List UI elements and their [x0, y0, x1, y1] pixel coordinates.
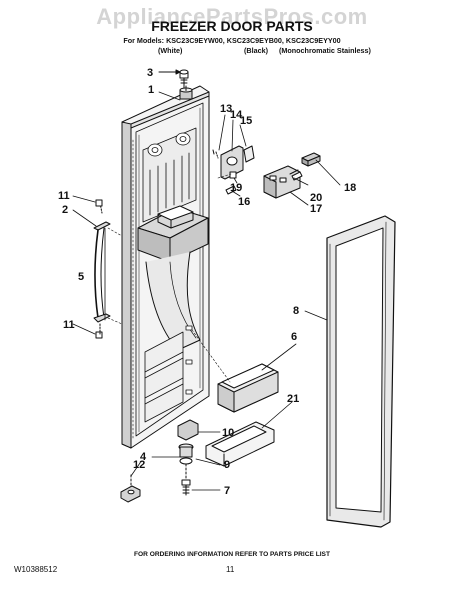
- callout-17: 17: [310, 203, 322, 215]
- callout-19: 19: [230, 182, 242, 194]
- callout-14: 14: [230, 109, 243, 121]
- ordering-note: FOR ORDERING INFORMATION REFER TO PARTS …: [134, 551, 330, 558]
- variant-white: (White): [158, 46, 183, 55]
- callout-20: 20: [310, 192, 322, 204]
- callout-7: 7: [224, 485, 230, 497]
- dispenser-chute: [145, 251, 201, 351]
- callout-9: 9: [224, 459, 230, 471]
- lower-door-bin: [205, 421, 275, 467]
- door-bin: [191, 329, 279, 413]
- upper-panel-ribs: [142, 127, 197, 223]
- callout-8: 8: [293, 305, 299, 317]
- callout-11-bottom: 11: [63, 319, 75, 331]
- page-number: 11: [226, 565, 235, 574]
- models-line: For Models: KSC23C9EYW00, KSC23C9EYB00, …: [123, 36, 341, 45]
- bin-supports: [185, 325, 193, 395]
- callout-6: 6: [291, 331, 297, 343]
- callout-12: 12: [133, 459, 145, 471]
- callout-10: 10: [222, 427, 234, 439]
- door-handle: [93, 199, 123, 339]
- variant-black: (Black): [244, 46, 268, 55]
- dispenser-bracket-group: [212, 145, 255, 195]
- callout-11-top: 11: [58, 190, 70, 202]
- callout-18: 18: [344, 182, 356, 194]
- leader-lines: [72, 91, 341, 491]
- document-number: W10388512: [14, 565, 58, 574]
- callout-5: 5: [78, 271, 84, 283]
- watermark: AppliancePartsPros.com: [96, 4, 368, 29]
- callout-16: 16: [238, 196, 250, 208]
- top-hinge-bushing: [179, 85, 193, 100]
- lower-hinge-parts: [120, 419, 199, 503]
- callout-3: 3: [147, 67, 153, 79]
- door-shelf-steps: [144, 331, 184, 423]
- dispenser-cavity: [137, 205, 209, 263]
- callout-15: 15: [240, 115, 252, 127]
- top-hinge-screw: [158, 69, 189, 89]
- door-gasket: [326, 215, 396, 528]
- switch-assembly: [263, 152, 321, 199]
- variant-stainless: (Monochromatic Stainless): [279, 46, 371, 55]
- callout-21: 21: [287, 393, 299, 405]
- page-title: FREEZER DOOR PARTS: [151, 18, 313, 34]
- callout-13: 13: [220, 103, 232, 115]
- callout-2: 2: [62, 204, 68, 216]
- callout-1: 1: [148, 84, 154, 96]
- callout-labels: 3 1 13 14 15 19 16 18 20 17 11 2 5 11 8 …: [58, 67, 356, 497]
- callout-4: 4: [140, 451, 147, 463]
